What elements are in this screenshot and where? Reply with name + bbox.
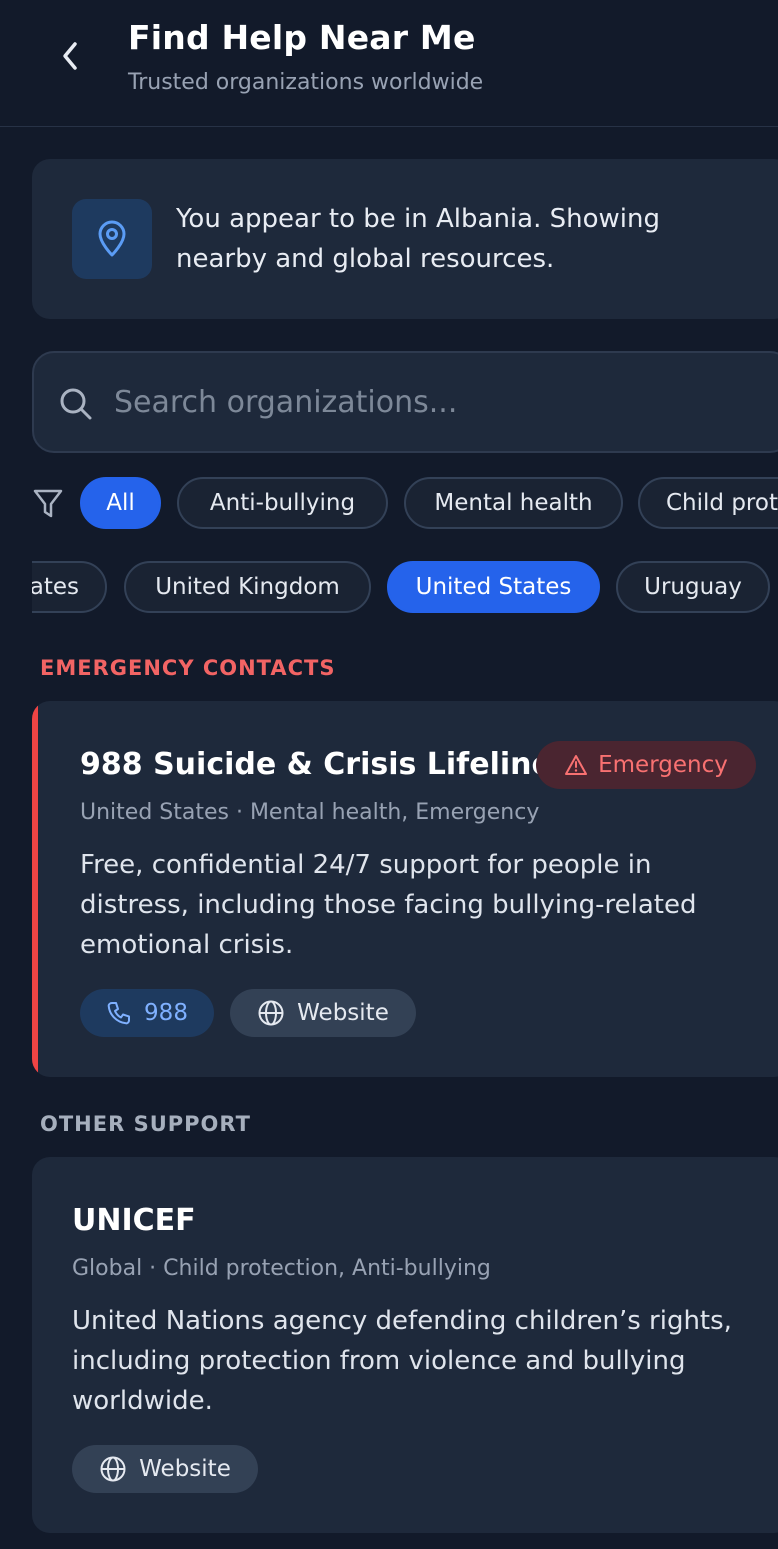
filter-chip-child-protection[interactable]: Child protection (638, 477, 778, 529)
website-button-label: Website (139, 1456, 231, 1482)
search-input[interactable] (114, 371, 754, 433)
website-button[interactable]: Website (72, 1445, 258, 1493)
category-filter-row: All Anti-bullying Mental health Child pr… (0, 477, 778, 531)
location-notice: You appear to be in Albania. Showing nea… (32, 159, 778, 319)
emergency-badge-label: Emergency (598, 752, 728, 778)
website-button-label: Website (297, 1000, 389, 1026)
search-box[interactable] (32, 351, 778, 453)
section-label-other: OTHER SUPPORT (40, 1112, 251, 1136)
search-icon (60, 388, 92, 420)
globe-icon (258, 1000, 284, 1026)
country-chip-uruguay[interactable]: Uruguay (616, 561, 770, 613)
call-button[interactable]: 988 (80, 989, 214, 1037)
location-icon-box (72, 199, 152, 279)
org-name: UNICEF (72, 1203, 196, 1238)
back-button[interactable] (50, 36, 90, 76)
section-label-emergency: EMERGENCY CONTACTS (40, 656, 336, 680)
filter-chip-all[interactable]: All (80, 477, 161, 529)
country-filter-row: United Arab Emirates United Kingdom Unit… (32, 561, 778, 615)
map-pin-icon (98, 220, 126, 257)
header-bar: Find Help Near Me Trusted organizations … (0, 0, 778, 127)
org-description: Free, confidential 24/7 support for peop… (80, 850, 697, 960)
org-name: 988 Suicide & Crisis Lifeline (80, 747, 552, 782)
country-chip-united-kingdom[interactable]: United Kingdom (124, 561, 371, 613)
warning-icon (565, 755, 588, 775)
org-meta: Global · Child protection, Anti-bullying (72, 1256, 491, 1281)
globe-icon (100, 1456, 126, 1482)
website-button[interactable]: Website (230, 989, 416, 1037)
country-chip-uae[interactable]: United Arab Emirates (32, 561, 107, 613)
location-notice-text: You appear to be in Albania. Showing nea… (176, 204, 660, 274)
page-title: Find Help Near Me (128, 18, 476, 57)
org-meta: United States · Mental health, Emergency (80, 800, 540, 825)
phone-number: 988 (144, 1000, 188, 1026)
filter-chip-anti-bullying[interactable]: Anti-bullying (177, 477, 388, 529)
chevron-left-icon (63, 42, 77, 70)
page-subtitle: Trusted organizations worldwide (128, 70, 484, 95)
phone-icon (107, 1002, 131, 1025)
filter-icon (33, 489, 63, 518)
emergency-badge: Emergency (536, 741, 756, 789)
filter-chip-mental-health[interactable]: Mental health (404, 477, 623, 529)
emergency-org-card[interactable]: 988 Suicide & Crisis Lifeline Emergency … (32, 701, 778, 1077)
org-card[interactable]: UNICEF Global · Child protection, Anti-b… (32, 1157, 778, 1533)
org-description: United Nations agency defending children… (72, 1306, 732, 1416)
country-chip-united-states[interactable]: United States (387, 561, 600, 613)
